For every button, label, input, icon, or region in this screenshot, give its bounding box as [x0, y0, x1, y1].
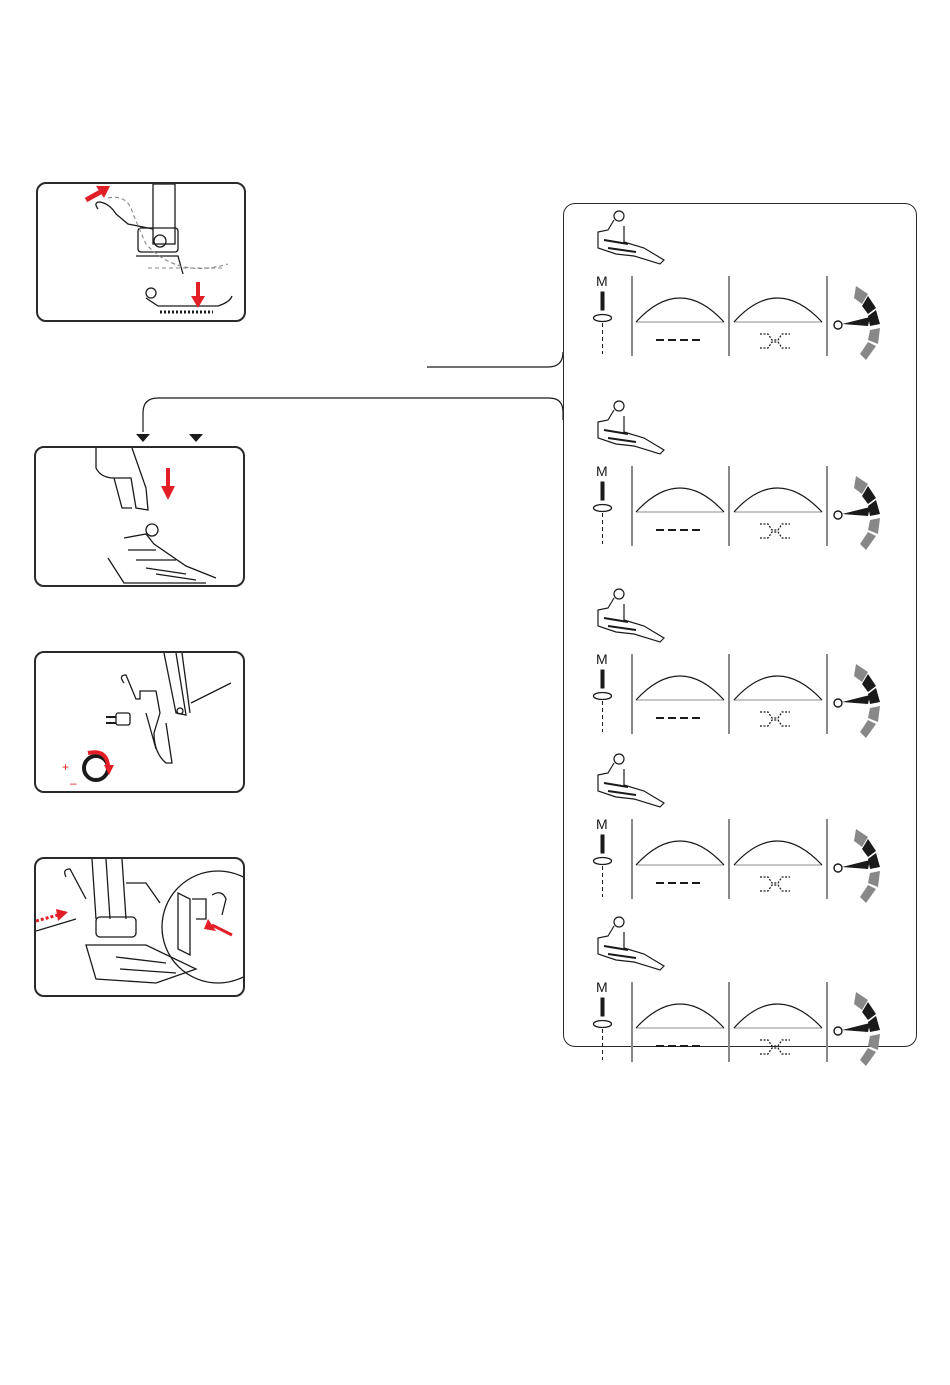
magnifier-icon	[162, 871, 243, 983]
stitch-length-gauge	[636, 1004, 724, 1046]
minus-label: –	[70, 776, 77, 790]
stitch-length-gauge	[636, 676, 724, 718]
setting-row: M	[564, 747, 916, 922]
needle-position-label: M	[596, 979, 608, 995]
needle-position-icon	[594, 482, 612, 544]
guide-bar-icon	[36, 859, 196, 983]
presser-pressure-dial	[834, 286, 880, 360]
thread-tension-gauge	[734, 676, 822, 726]
pointer-triangle-2	[189, 434, 203, 442]
standard-foot-icon	[598, 589, 664, 642]
presser-pressure-dial	[834, 664, 880, 738]
stitch-length-gauge	[636, 298, 724, 340]
thread-tension-gauge	[734, 298, 822, 348]
overcast-foot-icon	[598, 401, 664, 454]
pointer-triangle-1	[136, 434, 150, 442]
rotate-icon	[84, 756, 108, 780]
presser-pressure-dial	[834, 476, 880, 550]
plus-label: +	[62, 760, 69, 774]
satin-foot-icon	[598, 754, 664, 807]
needle-position-icon	[594, 292, 612, 354]
setting-row: M	[564, 910, 916, 1085]
thread-tension-gauge	[734, 1004, 822, 1054]
presser-pressure-dial	[834, 992, 880, 1066]
needle-position-label: M	[596, 273, 608, 289]
shank-screw-icon	[106, 653, 231, 763]
detached-foot-icon	[146, 288, 232, 312]
illustration-insert-guide	[34, 857, 245, 997]
stitch-length-gauge	[636, 488, 724, 530]
settings-frame: M	[563, 203, 917, 1047]
standard-foot-icon	[598, 211, 664, 264]
satin-foot-icon	[598, 917, 664, 970]
needle-position-icon	[594, 998, 612, 1060]
needle-position-icon	[594, 670, 612, 732]
setting-row: M	[564, 204, 916, 379]
setting-row: M	[564, 582, 916, 757]
stitch-length-gauge	[636, 841, 724, 883]
needle-position-label: M	[596, 463, 608, 479]
needle-position-label: M	[596, 651, 608, 667]
presser-foot-icon	[96, 448, 216, 583]
red-dashed-arrow	[36, 915, 58, 921]
presser-pressure-dial	[834, 829, 880, 903]
illustration-remove-presser-foot	[36, 182, 246, 322]
thread-tension-gauge	[734, 488, 822, 538]
setting-row: M	[564, 394, 916, 569]
needle-position-label: M	[596, 816, 608, 832]
ghost-foot-outline	[108, 197, 228, 268]
illustration-adjust-shank-screw: + –	[34, 651, 245, 793]
thread-tension-gauge	[734, 841, 822, 891]
illustration-attach-presser-foot	[34, 446, 245, 587]
needle-position-icon	[594, 835, 612, 897]
